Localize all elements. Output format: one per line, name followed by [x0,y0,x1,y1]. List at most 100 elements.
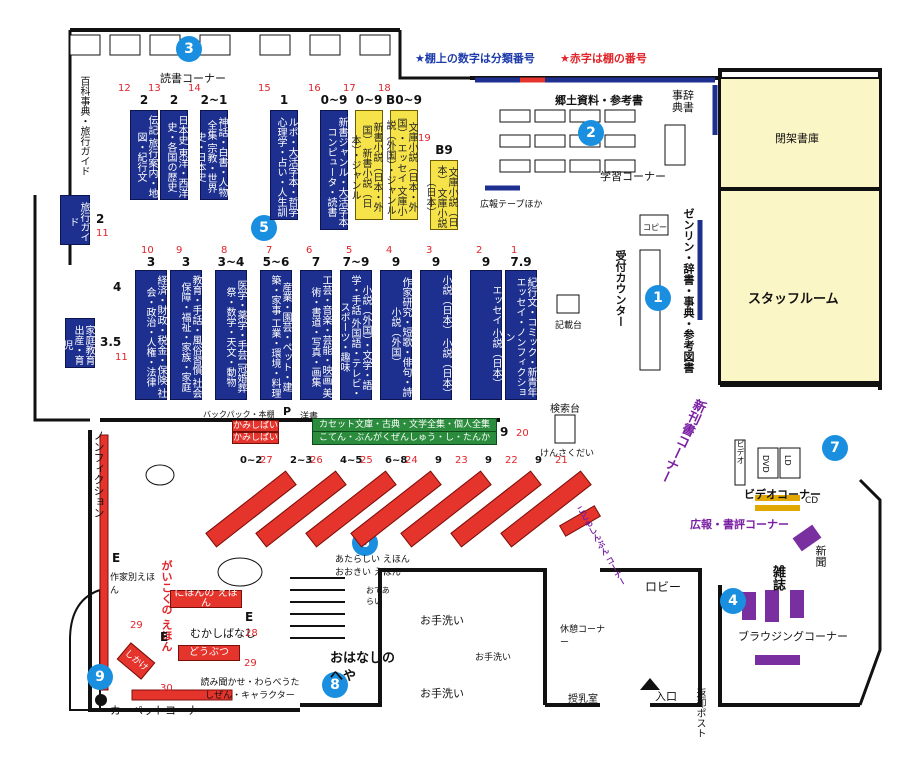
magazines-label: 雑誌 [770,565,785,591]
side-class-4: 4 [113,280,122,294]
story-room-label: おはなしの へや [330,651,396,684]
top-shelf-class-4: 1 [279,93,289,107]
marker-4[interactable]: 4 [720,588,746,614]
mid-shelf-1[interactable]: 経済・財政・税金・保険 社会・政治・人権・法律 [135,270,167,400]
mid-shelf-10[interactable]: 紀行文・コミック・新青年 エッセイ・ノンフィクション [503,270,537,400]
mid-shelf-number-6: 5 [346,245,353,256]
top-shelf-class-2: 2 [169,93,179,107]
top-shelf-number-3: 14 [188,83,201,94]
shelf-family[interactable]: 家庭教育 出産・育児 [61,318,95,368]
animals-no: 29 [244,658,257,669]
dictionary-label: 事辞典書 [672,89,694,114]
search-sub-label: けんさくだい [540,449,595,459]
side-no-family: 11 [115,352,128,363]
top-shelf-number-6: 17 [343,83,356,94]
top-shelf-6[interactable]: 新書小説（日本・外国） 新書小説（日本）・ジャンル [349,110,383,220]
cassette-bar-2[interactable]: こてん・ぶんがくぜんしゅう・し・たんか [312,431,497,445]
mid-shelf-class-5: 7 [311,255,321,269]
top-shelf-number-4: 15 [258,83,271,94]
foreign-picturebooks-label[interactable]: がいこくの えほん [160,560,173,652]
local-materials-label: 郷土資料・参考書 [555,94,643,107]
kids-shelf-number-7: 21 [555,455,568,466]
toilet-1-label: お手洗い [420,614,464,627]
top-shelf-number-8: 19 [418,133,431,144]
top-shelf-8[interactable]: 文庫小説（日本） 文庫小説（日本） [424,160,458,230]
animals-picturebooks[interactable]: どうぶつ [178,645,240,661]
p-label: P [283,405,292,418]
kids-shelf-number-5: 23 [455,455,468,466]
top-shelf-number-7: 18 [378,83,391,94]
side-class-family: 3.5 [100,335,122,349]
top-shelf-2[interactable]: 日本史 東洋・西洋史・各国の歴史 [160,110,188,200]
top-shelf-class-1: 2 [139,93,149,107]
english-books-label: 洋書 [300,412,319,422]
top-shelf-7[interactable]: 文庫小説（日本・外国）・エッセイ 文庫小説（外国）・ジャンル [384,110,418,220]
pop-up-no: 30 [160,683,173,694]
kids-shelf-class-5: 9 [435,455,442,466]
kamishibai-bar-2[interactable]: かみしばい [232,432,279,444]
pr-review-label: 広報・書評コーナー [690,518,789,531]
marker-7[interactable]: 7 [822,435,848,461]
reading-corner-label: 読書コーナー [160,72,226,85]
cd-label: CD [805,496,819,506]
top-shelf-4[interactable]: ルポ・大活字本・哲学 心理学・占い・人生訓 [270,110,298,220]
mid-shelf-9[interactable]: エッセイ 小説（日本） [470,270,502,400]
kids-shelf-class-2: 2~3 [290,455,313,466]
newspaper-label: 新聞 [814,545,827,567]
shelf-travel-guide[interactable]: 旅行ガイド [60,195,90,245]
toilet-2-label: お手洗い [475,653,512,663]
backpack-label: バックパック・本棚 [203,410,275,419]
mid-shelf-4[interactable]: 産業・園芸・ペット・建築・家事 工業・環境・料理 [260,270,292,400]
rest-corner-label: 休憩コーナー [560,625,606,648]
mid-shelf-number-7: 4 [386,245,393,256]
kamishibai-bar-1[interactable]: かみしばい [232,420,279,432]
marker-9[interactable]: 9 [87,664,113,690]
carpet-corner-label: カーペットコーナー [110,704,209,717]
mid-shelf-7[interactable]: 作家研究・短歌・俳句・詩 小説（外国） [380,270,412,400]
mid-shelf-number-4: 7 [266,245,273,256]
toilet-3-label: お手洗い [420,687,464,700]
mid-shelf-number-1: 10 [141,245,154,256]
nonfiction-label: ノンフィクション [92,430,105,518]
top-shelf-1[interactable]: 伝記 旅行案内・地図・紀行文 [130,110,158,200]
marker-3[interactable]: 3 [176,36,202,62]
mid-shelf-3[interactable]: 医学・薬学・手芸 冠婚葬祭・数学・天文・動物 [215,270,247,400]
top-shelf-number-1: 12 [118,83,131,94]
cassette-class: 9 [500,425,509,439]
kids-shelf-class-4: 6~8 [385,455,408,466]
study-corner-label: 学習コーナー [600,170,666,183]
kids-shelf-class-6: 9 [485,455,492,466]
kids-shelf-number-3: 25 [360,455,373,466]
handwash-label: おてあらい [366,586,390,606]
kids-shelf-class-7: 9 [535,455,542,466]
dvd-label: DVD [761,455,770,473]
japanese-picturebooks[interactable]: にほんの えほん [170,589,242,609]
legend-classification: ★棚上の数字は分類番号 [415,52,535,65]
ld-label: LD [783,455,792,466]
mid-shelf-8[interactable]: 小説（日本） 小説（日本） [420,270,452,400]
top-shelf-class-5: 0~9 [320,93,348,107]
marker-8[interactable]: 8 [322,672,348,698]
e-label-1: E [112,551,121,565]
top-shelf-number-5: 16 [308,83,321,94]
japanese-picturebooks-no: 28 [245,628,258,639]
top-shelf-3[interactable]: 神話・白書・人物全集 宗教・世界史・日本史 [194,110,228,200]
marker-2[interactable]: 2 [578,120,604,146]
mid-shelf-class-7: 9 [391,255,401,269]
cassette-bar-1[interactable]: カセット文庫・古典・文学全集・個人全集 [312,418,497,432]
marker-1[interactable]: 1 [645,285,671,311]
mid-shelf-5[interactable]: 工芸・音楽・芸能・映画 美術・書道・写真・画集 [300,270,332,400]
mid-shelf-6[interactable]: 小説（外国）・文学・語学・手話 外国語・テレビ・スポーツ・趣味 [338,270,372,400]
copy-label: コピー [643,223,667,232]
kids-shelf-number-1: 27 [260,455,273,466]
top-shelf-number-2: 13 [148,83,161,94]
foreign-picturebooks-no: 29 [130,620,143,631]
closed-stacks-label: 閉架書庫 [775,132,819,145]
mid-shelf-2[interactable]: 教育・手話・風俗習慣 社会保障・福祉・家族・家庭 [170,270,202,400]
tape-label: 広報テープほか [480,200,543,210]
reference-label: ゼンリン・辞書・事典・参考図書 [682,208,695,373]
mid-shelf-class-10: 7.9 [510,255,532,269]
top-shelf-5[interactable]: 新書ジャンル・大活字本 コンピュータ・読書 [320,110,348,230]
entrance-label: 入口 [655,690,677,703]
